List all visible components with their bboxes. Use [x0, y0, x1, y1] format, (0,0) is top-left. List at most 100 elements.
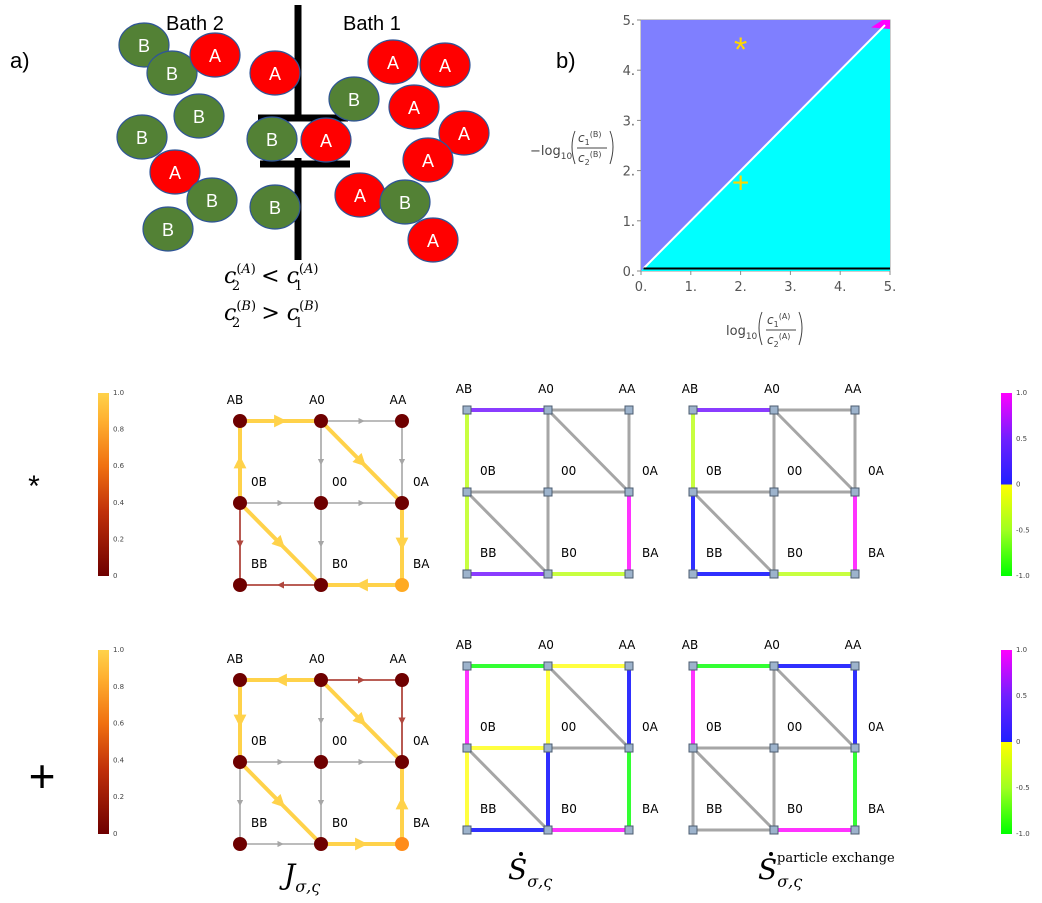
state-label: AA — [619, 382, 637, 396]
state-label: BA — [868, 802, 885, 816]
state-node — [688, 569, 698, 579]
x-tick-label: 0. — [635, 280, 647, 295]
state-node — [395, 755, 409, 769]
state-node — [688, 661, 698, 671]
state-node — [395, 414, 409, 428]
svg-text:B: B — [206, 191, 218, 211]
svg-text:log10: log10 — [726, 324, 758, 342]
entropy-edge — [546, 664, 631, 750]
svg-text:0.8: 0.8 — [113, 683, 124, 691]
state-node — [769, 487, 779, 497]
entropy-edge — [546, 408, 631, 494]
state-node — [850, 661, 860, 671]
state-label: AB — [682, 638, 698, 652]
particle-b: B — [186, 177, 238, 223]
state-label: AB — [682, 382, 698, 396]
state-label: BA — [413, 816, 430, 830]
y-tick-label: 3. — [623, 114, 635, 129]
state-label: BB — [706, 802, 722, 816]
state-label: AB — [227, 652, 243, 666]
flux-edge — [238, 501, 323, 587]
state-node — [850, 487, 860, 497]
state-label: B0 — [332, 816, 348, 830]
state-label: A0 — [538, 382, 554, 396]
svg-text:c1(B): c1(B) — [578, 130, 601, 147]
svg-text:0.2: 0.2 — [113, 793, 124, 801]
svg-text:0.2: 0.2 — [113, 535, 124, 543]
y-tick-label: 2. — [623, 165, 635, 180]
state-node — [543, 487, 553, 497]
state-label: A0 — [764, 638, 780, 652]
y-tick-label: 4. — [623, 64, 635, 79]
state-node — [850, 405, 860, 415]
state-label: B0 — [787, 802, 803, 816]
state-node — [624, 569, 634, 579]
state-label: BA — [642, 546, 659, 560]
state-label: 0B — [251, 734, 267, 748]
state-node — [850, 569, 860, 579]
state-label: BB — [251, 557, 267, 571]
state-label: 00 — [332, 734, 347, 748]
svg-text:A: A — [320, 131, 332, 151]
flux-colorbar: 1.00.80.60.40.20 — [98, 389, 125, 580]
row-1-marker: * — [28, 470, 40, 503]
particle-a: A — [438, 110, 490, 156]
state-label: AA — [619, 638, 637, 652]
caption-entropy: Sσ,ς — [508, 852, 552, 891]
state-label: 0B — [706, 464, 722, 478]
state-node — [543, 825, 553, 835]
svg-text:0.4: 0.4 — [113, 756, 125, 764]
svg-text:A: A — [458, 124, 470, 144]
state-label: AB — [456, 638, 472, 652]
svg-text:B: B — [166, 64, 178, 84]
svg-text:B: B — [162, 220, 174, 240]
state-node — [233, 496, 247, 510]
particle-b: B — [249, 184, 301, 230]
svg-text:-1.0: -1.0 — [1016, 572, 1030, 580]
state-label: BB — [480, 802, 496, 816]
state-node — [688, 825, 698, 835]
state-node — [314, 496, 328, 510]
bath-2-label: Bath 2 — [166, 13, 224, 35]
state-node — [462, 743, 472, 753]
caption-entropy-particle-exchange: Sσ,ς particle exchange — [758, 851, 895, 891]
state-node — [624, 661, 634, 671]
y-tick-label: 5. — [623, 14, 635, 29]
state-label: 00 — [332, 475, 347, 489]
state-node — [233, 673, 247, 687]
svg-text:c2(A): c2(A) — [767, 332, 790, 349]
panel-a-label: a) — [10, 48, 30, 73]
svg-text:B: B — [193, 107, 205, 127]
state-label: B0 — [332, 557, 348, 571]
entropy-edge — [772, 664, 857, 750]
svg-text:0: 0 — [113, 830, 117, 838]
state-node — [233, 578, 247, 592]
state-node — [233, 755, 247, 769]
state-node — [462, 405, 472, 415]
state-node — [543, 743, 553, 753]
state-node — [462, 487, 472, 497]
state-node — [314, 578, 328, 592]
colorbars: 1.00.80.60.40.201.00.80.60.40.201.00.50-… — [98, 389, 1030, 838]
svg-text:A: A — [427, 231, 439, 251]
state-node — [543, 569, 553, 579]
svg-text:A: A — [169, 163, 181, 183]
state-node — [543, 405, 553, 415]
svg-text:B: B — [399, 193, 411, 213]
svg-text:B: B — [348, 90, 360, 110]
svg-text:0: 0 — [1016, 738, 1020, 746]
panel-b: b) *+ 0.1.2.3.4.5.0.1.2.3.4.5. log10 c1(… — [530, 14, 896, 349]
condition-line-2: c(B)2 > c(B)1 — [224, 299, 319, 331]
state-label: B0 — [561, 802, 577, 816]
entropy-edge — [691, 746, 776, 832]
state-label: BB — [706, 546, 722, 560]
state-node — [769, 661, 779, 671]
state-label: 0B — [706, 720, 722, 734]
state-node — [314, 755, 328, 769]
state-label: 00 — [561, 464, 576, 478]
entropy-colorbar: 1.00.50-0.5-1.0 — [1001, 389, 1030, 580]
